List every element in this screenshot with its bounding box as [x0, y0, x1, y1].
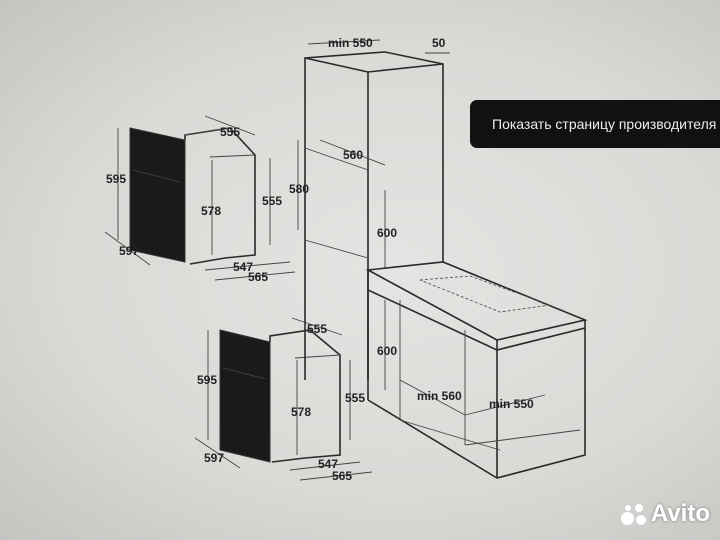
oven-top-width-label: 597 — [119, 244, 139, 258]
oven-bottom-side-height-label: 555 — [345, 391, 365, 405]
oven-top-inner-height-label: 578 — [201, 204, 221, 218]
oven-bottom-height-label: 595 — [197, 373, 217, 387]
base-cabinet-drawing — [365, 261, 588, 479]
base-cabinet-height-label: 600 — [377, 344, 397, 358]
tooltip-text: Показать страницу производителя — [492, 116, 717, 132]
oven-top-height-label: 595 — [106, 172, 126, 186]
oven-bottom-drawing — [194, 317, 373, 481]
tall-cabinet-niche-width-label: 560 — [343, 148, 363, 162]
avito-dots-logo-icon — [620, 502, 647, 526]
oven-bottom-inner-width-label: 547 — [318, 457, 338, 471]
manufacturer-page-tooltip[interactable]: Показать страницу производителя — [470, 100, 720, 148]
avito-brand-text: Avito — [650, 500, 710, 527]
avito-watermark: Avito — [620, 500, 710, 528]
oven-top-drawing — [104, 115, 296, 281]
oven-top-depth-label: 555 — [220, 125, 240, 139]
oven-bottom-depth-label: 555 — [307, 322, 327, 336]
oven-top-outer-width-label: 565 — [248, 270, 268, 284]
tall-cabinet-niche-height-label: 580 — [289, 182, 309, 196]
oven-bottom-outer-width-label: 565 — [332, 469, 352, 483]
oven-bottom-inner-height-label: 578 — [291, 405, 311, 419]
base-cabinet-min-depth-label: min 550 — [489, 397, 534, 411]
oven-top-inner-width-label: 547 — [233, 260, 253, 274]
tall-cabinet-niche-floor-label: 600 — [377, 226, 397, 240]
tall-cabinet-gap-label: 50 — [432, 36, 446, 50]
tall-cabinet-min-depth-label: min 550 — [328, 36, 373, 50]
oven-bottom-width-label: 597 — [204, 451, 224, 465]
oven-top-side-height-label: 555 — [262, 194, 282, 208]
base-cabinet-min-width-label: min 560 — [417, 389, 462, 403]
